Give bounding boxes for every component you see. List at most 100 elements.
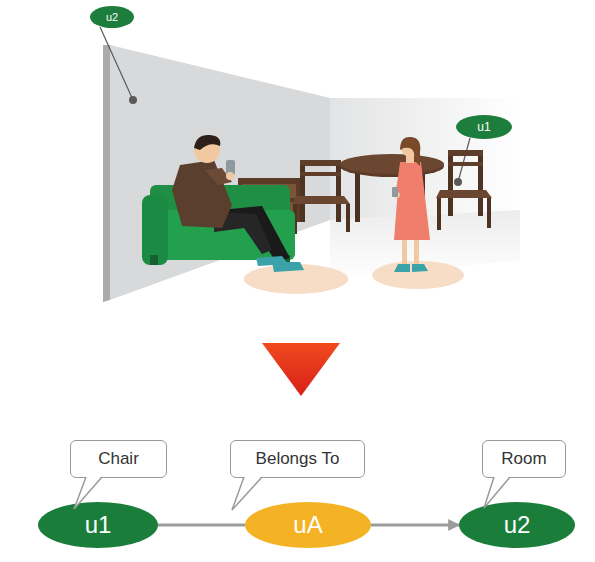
relation-oval-fill <box>245 502 371 548</box>
chair <box>346 204 350 232</box>
table <box>420 170 425 220</box>
chair <box>300 172 341 176</box>
callout-text: Belongs To <box>256 449 340 469</box>
relation-oval: uA <box>245 502 371 548</box>
id-badge: u1 <box>456 115 512 139</box>
man <box>220 206 290 262</box>
shelf <box>238 178 300 222</box>
chair <box>448 150 483 156</box>
woman <box>406 154 414 163</box>
id-badge-fill <box>90 6 134 28</box>
callout-box: Chair <box>70 440 167 478</box>
callout-box: Room <box>482 440 566 478</box>
chair <box>448 150 453 216</box>
node-id: uA <box>293 511 322 539</box>
entity-oval-fill <box>459 502 575 548</box>
callout-text: Chair <box>98 449 139 469</box>
chair <box>436 190 492 198</box>
callout-tail <box>232 477 262 510</box>
chair <box>448 162 483 166</box>
table <box>340 155 444 177</box>
woman <box>394 192 400 198</box>
node-id: u1 <box>477 120 490 134</box>
relation-connector <box>371 524 459 527</box>
man <box>272 262 304 272</box>
woman <box>392 137 430 272</box>
callout-tail <box>484 477 510 508</box>
id-badge: u2 <box>90 6 134 28</box>
chair <box>293 204 297 234</box>
floor-spot <box>372 261 464 289</box>
back-wall <box>330 210 520 280</box>
shelf <box>238 178 300 222</box>
man <box>214 212 272 254</box>
man <box>194 135 220 150</box>
id-badge-fill <box>456 115 512 139</box>
shelf <box>250 186 254 198</box>
chair <box>478 150 483 216</box>
table <box>340 154 444 174</box>
table <box>355 170 360 222</box>
entity-oval: u2 <box>459 502 575 548</box>
woman <box>394 162 430 240</box>
woman <box>400 137 420 166</box>
callout-tail <box>484 476 510 508</box>
shelf <box>262 188 265 198</box>
sofa <box>150 185 290 230</box>
sofa <box>142 185 295 265</box>
sofa <box>142 195 168 265</box>
man <box>226 160 235 175</box>
leader-line <box>100 27 133 100</box>
floor-spot <box>244 261 464 294</box>
sofa <box>150 255 158 265</box>
man <box>256 256 288 266</box>
shelf <box>242 184 296 198</box>
woman <box>402 236 407 266</box>
chair <box>336 160 341 222</box>
entity-oval-fill <box>38 502 158 548</box>
man <box>172 135 304 272</box>
leader-line <box>458 138 470 182</box>
shelf <box>242 202 296 216</box>
chair <box>437 198 441 230</box>
chair <box>292 150 492 234</box>
down-arrow <box>262 343 340 396</box>
callout-text: Room <box>501 449 546 469</box>
woman <box>396 164 405 192</box>
entity-oval: u1 <box>38 502 158 548</box>
woman <box>401 139 419 157</box>
callout-tail <box>74 476 102 509</box>
woman <box>392 187 398 197</box>
chair <box>487 198 491 228</box>
relation-connector <box>158 524 245 527</box>
man <box>172 160 232 228</box>
man <box>194 137 220 163</box>
sofa <box>145 210 295 260</box>
leader-line <box>129 96 137 104</box>
leader-line <box>454 178 462 186</box>
node-id: u2 <box>106 11 118 23</box>
leader-line <box>100 27 470 186</box>
callout-tail <box>74 476 510 510</box>
woman <box>414 236 419 266</box>
back-wall <box>330 98 520 220</box>
sofa <box>282 255 290 265</box>
back-wall <box>330 98 520 280</box>
man <box>226 172 234 180</box>
callout-box: Belongs To <box>230 440 365 478</box>
node-id: u1 <box>85 511 112 539</box>
shelf <box>276 204 280 216</box>
chair <box>292 196 350 204</box>
callout-tail <box>74 477 102 509</box>
floor-spot <box>244 264 348 294</box>
down-arrow <box>262 343 340 396</box>
node-id: u2 <box>504 511 531 539</box>
woman <box>394 264 410 272</box>
chair <box>300 160 305 222</box>
side-wall <box>103 45 330 302</box>
table <box>340 154 444 222</box>
side-wall <box>103 45 110 302</box>
